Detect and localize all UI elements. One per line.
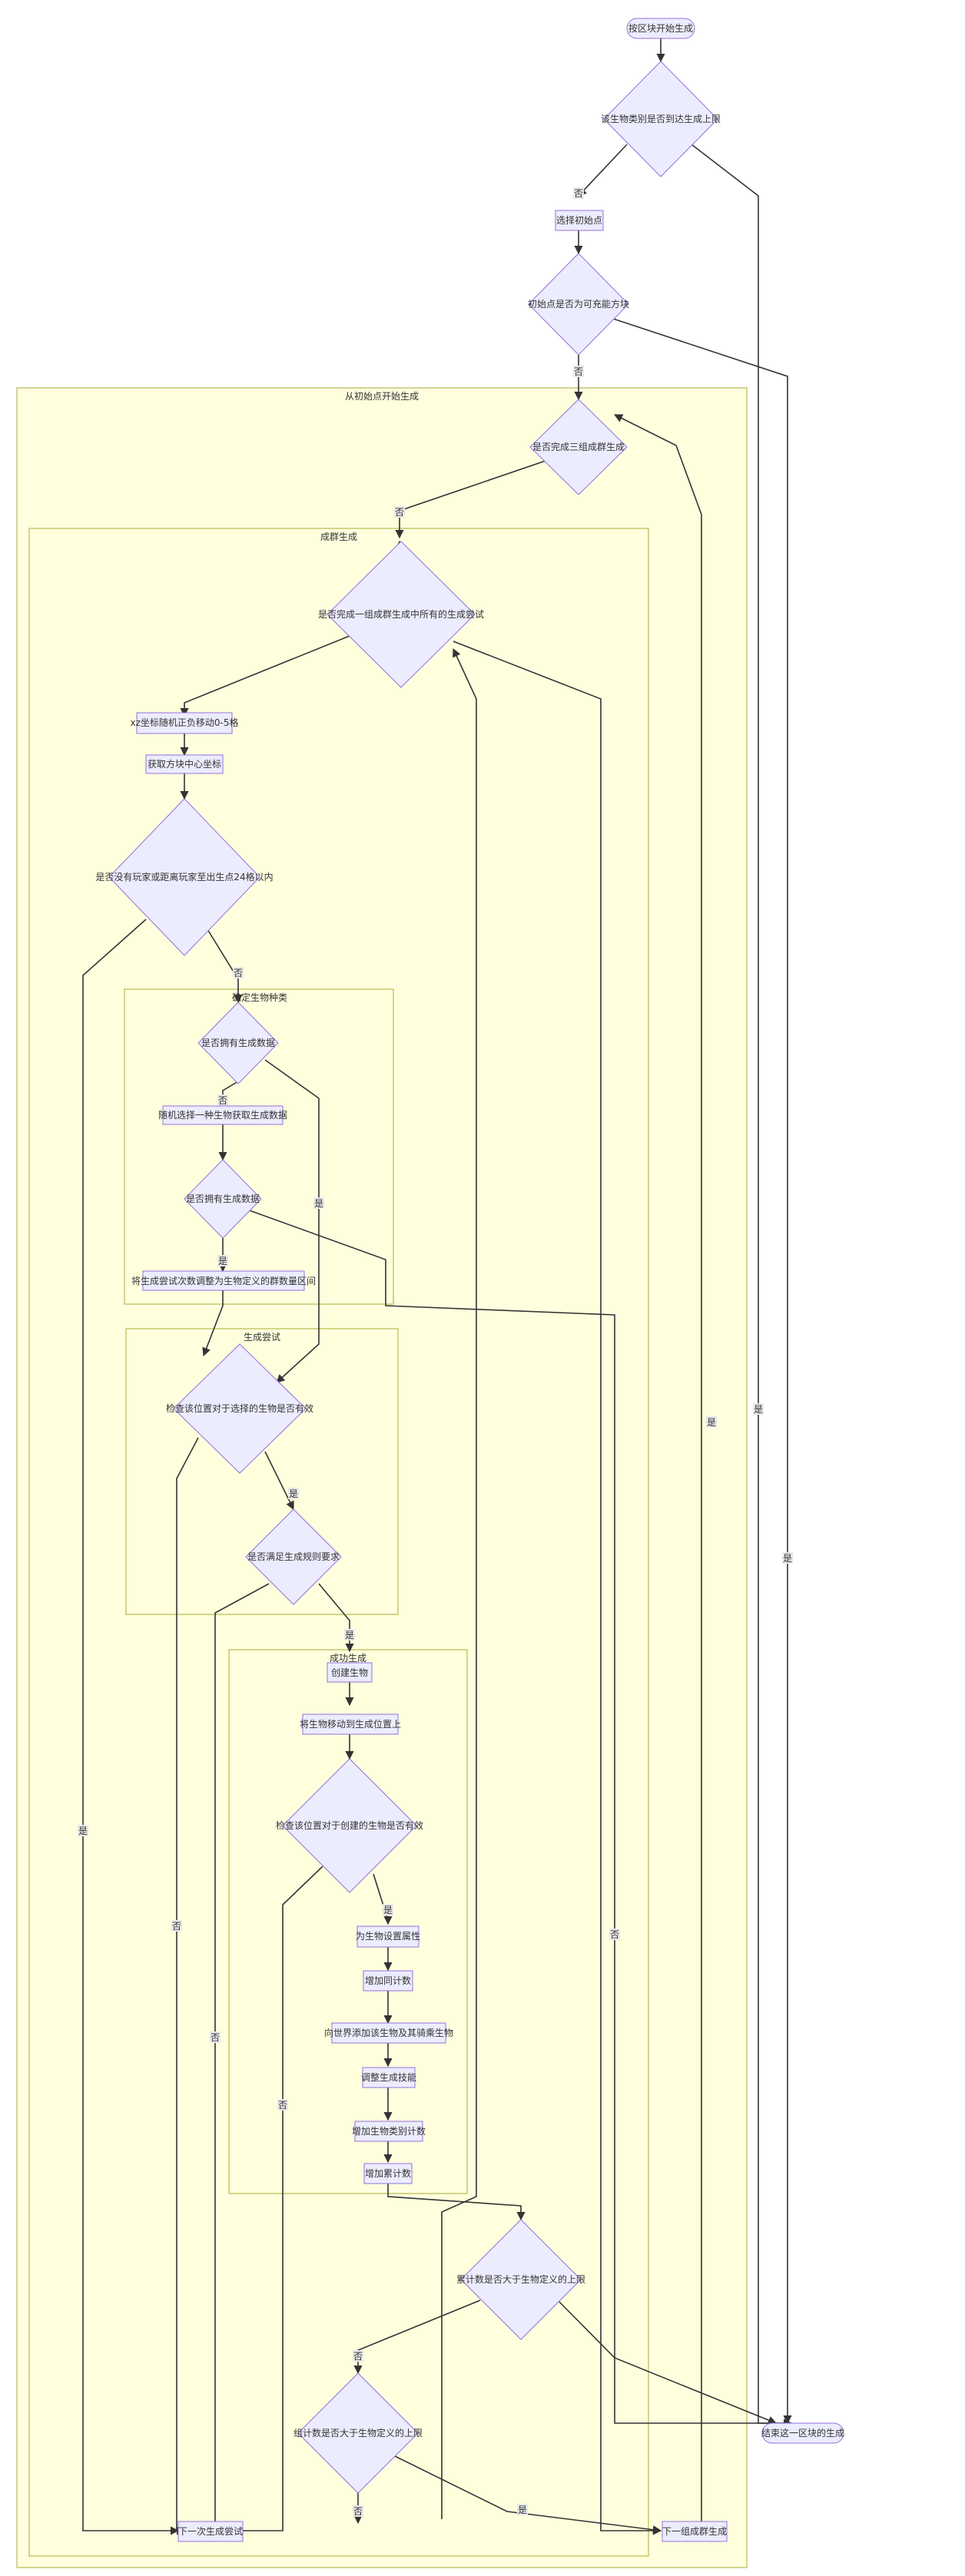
node-add-world[interactable]: 向世界添加该生物及其骑乘生物 bbox=[324, 2022, 453, 2044]
edge-label-yes: 是 bbox=[78, 1826, 88, 1836]
edge-label-yes: 是 bbox=[218, 1256, 227, 1266]
node-check-pos-valid-label: 检查该位置对于选择的生物是否有效 bbox=[166, 1402, 313, 1414]
node-start[interactable]: 按区块开始生成 bbox=[626, 18, 695, 39]
edge-label-no: 否 bbox=[574, 188, 583, 199]
node-adjust-group[interactable]: 将生成尝试次数调整为生物定义的群数量区间 bbox=[131, 1270, 316, 1291]
node-adjust-group-label: 将生成尝试次数调整为生物定义的群数量区间 bbox=[131, 1275, 316, 1286]
edge-label-no: 否 bbox=[278, 2100, 287, 2111]
node-inc-acc[interactable]: 增加累计数 bbox=[363, 2163, 413, 2184]
edge-label-no: 否 bbox=[574, 366, 583, 377]
node-next-group-label: 下一组成群生成 bbox=[662, 2526, 727, 2537]
edge-label-yes: 是 bbox=[783, 1553, 792, 1564]
edge-label-yes: 是 bbox=[754, 1404, 763, 1415]
node-check-opaque-label: 初始点是否为可充能方块 bbox=[528, 298, 629, 310]
node-check-spawn-req[interactable]: 是否满足生成规则要求 bbox=[245, 1508, 342, 1605]
edge-label-no: 否 bbox=[211, 2032, 220, 2043]
node-check-spawn-data[interactable]: 是否拥有生成数据 bbox=[197, 1002, 279, 1084]
node-loop-group[interactable]: 是否完成一组成群生成中所有的生成尝试 bbox=[318, 541, 484, 688]
node-check-pos-valid[interactable]: 检查该位置对于选择的生物是否有效 bbox=[166, 1343, 313, 1474]
edge-label-no: 否 bbox=[610, 1929, 619, 1940]
node-check-opaque[interactable]: 初始点是否为可充能方块 bbox=[528, 253, 629, 356]
node-check-player-label: 是否没有玩家或距离玩家至出生点24格以内 bbox=[95, 871, 273, 882]
node-check-cap[interactable]: 该生物类别是否到达生成上限 bbox=[601, 61, 721, 177]
node-end[interactable]: 结束这一区块的生成 bbox=[761, 2422, 844, 2444]
node-move-mob[interactable]: 将生物移动到生成位置上 bbox=[300, 1713, 401, 1735]
node-inc-type-counter[interactable]: 增加生物类别计数 bbox=[352, 2121, 426, 2142]
edge-label-yes: 是 bbox=[289, 1488, 298, 1499]
cluster-title-spawn-try: 生成尝试 bbox=[244, 1331, 280, 1343]
node-check-player[interactable]: 是否没有玩家或距离玩家至出生点24格以内 bbox=[95, 798, 274, 956]
edge-label-no: 否 bbox=[218, 1095, 227, 1106]
edge-label-no: 否 bbox=[353, 2506, 363, 2517]
node-random-pick[interactable]: 随机选择一种生物获取生成数据 bbox=[158, 1105, 287, 1125]
cluster-title-decide-type: 确定生物种类 bbox=[232, 992, 287, 1003]
node-start-label: 按区块开始生成 bbox=[628, 23, 693, 34]
node-xz-random-label: xz坐标随机正负移动0-5格 bbox=[130, 717, 238, 728]
node-set-attr[interactable]: 为生物设置属性 bbox=[356, 1925, 420, 1948]
node-choose-origin-label: 选择初始点 bbox=[556, 215, 602, 226]
cluster-success: 成功生成 bbox=[228, 1649, 468, 2194]
node-check-mob-valid-label: 检查该位置对于创建的生物是否有效 bbox=[276, 1819, 423, 1831]
node-inc-type-counter-label: 增加生物类别计数 bbox=[352, 2125, 426, 2137]
node-get-center[interactable]: 获取方块中心坐标 bbox=[145, 754, 224, 774]
node-loop-three[interactable]: 是否完成三组成群生成 bbox=[529, 399, 628, 495]
node-check-group-limit-label: 组计数是否大于生物定义的上限 bbox=[293, 2427, 423, 2439]
node-next-try[interactable]: 下一次生成尝试 bbox=[177, 2521, 244, 2542]
node-create-mob-label: 创建生物 bbox=[331, 1667, 368, 1678]
cluster-title-success: 成功生成 bbox=[330, 1653, 366, 1664]
node-inc-acc-label: 增加累计数 bbox=[365, 2167, 411, 2179]
edge-label-yes: 是 bbox=[707, 1417, 716, 1428]
node-add-world-label: 向世界添加该生物及其骑乘生物 bbox=[324, 2027, 453, 2038]
node-create-mob[interactable]: 创建生物 bbox=[327, 1662, 373, 1683]
edge-label-yes: 是 bbox=[345, 1630, 354, 1641]
edge-label-no: 否 bbox=[395, 507, 404, 518]
node-set-attr-label: 为生物设置属性 bbox=[356, 1931, 420, 1942]
node-inc-counter-label: 增加同计数 bbox=[365, 1975, 411, 1986]
edge-label-yes: 是 bbox=[518, 2505, 527, 2515]
node-inc-counter[interactable]: 增加同计数 bbox=[363, 1970, 413, 1992]
node-check-group-limit[interactable]: 组计数是否大于生物定义的上限 bbox=[293, 2372, 423, 2494]
node-next-try-label: 下一次生成尝试 bbox=[178, 2525, 243, 2537]
node-next-group[interactable]: 下一组成群生成 bbox=[662, 2521, 728, 2542]
node-xz-random[interactable]: xz坐标随机正负移动0-5格 bbox=[130, 712, 239, 734]
node-check-mob-valid[interactable]: 检查该位置对于创建的生物是否有效 bbox=[276, 1758, 423, 1893]
node-check-has-data-label: 是否拥有生成数据 bbox=[186, 1193, 260, 1204]
node-check-spawn-req-label: 是否满足生成规则要求 bbox=[247, 1551, 340, 1562]
cluster-title-from-origin: 从初始点开始生成 bbox=[345, 391, 419, 402]
node-check-has-data[interactable]: 是否拥有生成数据 bbox=[184, 1159, 262, 1239]
node-get-center-label: 获取方块中心坐标 bbox=[148, 758, 221, 770]
node-move-mob-label: 将生物移动到生成位置上 bbox=[300, 1718, 401, 1730]
edge-labels: 否 是 否 是 否 是 是 否 是 否 是 否 否 是 否 是 否 是 否 bbox=[78, 187, 793, 2517]
edge-label-yes: 是 bbox=[383, 1905, 393, 1915]
node-loop-group-label: 是否完成一组成群生成中所有的生成尝试 bbox=[318, 608, 484, 620]
node-check-cap-label: 该生物类别是否到达生成上限 bbox=[601, 114, 721, 124]
node-random-pick-label: 随机选择一种生物获取生成数据 bbox=[158, 1109, 287, 1121]
node-choose-origin[interactable]: 选择初始点 bbox=[555, 210, 604, 231]
node-trigger-spawn-label: 调整生成技能 bbox=[361, 2071, 416, 2083]
node-trigger-spawn[interactable]: 调整生成技能 bbox=[361, 2067, 416, 2088]
edge-label-no: 否 bbox=[353, 2351, 363, 2362]
edge-label-no: 否 bbox=[172, 1921, 181, 1932]
cluster-title-group-spawn: 成群生成 bbox=[320, 531, 357, 542]
edge-label-yes: 是 bbox=[314, 1198, 323, 1209]
node-check-acc-limit[interactable]: 累计数是否大于生物定义的上限 bbox=[456, 2219, 585, 2340]
node-check-spawn-data-label: 是否拥有生成数据 bbox=[201, 1037, 275, 1048]
node-end-label: 结束这一区块的生成 bbox=[761, 2427, 844, 2439]
edge-label-no: 否 bbox=[234, 968, 243, 978]
node-check-acc-limit-label: 累计数是否大于生物定义的上限 bbox=[456, 2273, 585, 2285]
node-loop-three-label: 是否完成三组成群生成 bbox=[532, 441, 625, 452]
